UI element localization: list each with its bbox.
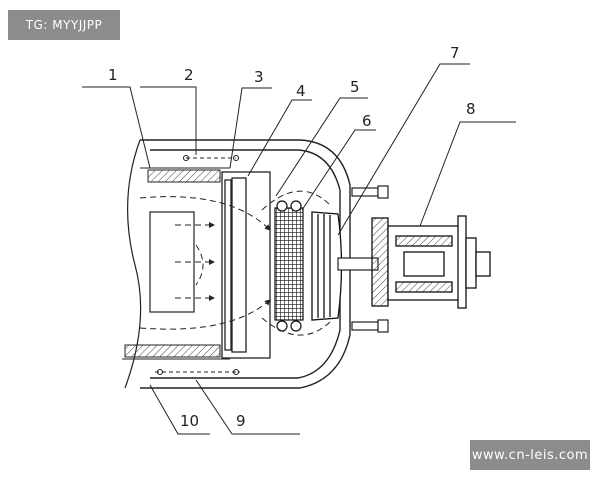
callout-10: 10 xyxy=(180,412,199,430)
heating-elements xyxy=(155,154,240,376)
callout-1: 1 xyxy=(108,66,118,84)
airflow-arrows xyxy=(139,190,331,336)
callout-5: 5 xyxy=(350,78,360,96)
leader-lines xyxy=(82,63,516,435)
heat-exchanger xyxy=(274,200,304,332)
callout-6: 6 xyxy=(362,112,372,130)
fan-impeller xyxy=(311,211,343,321)
baffle-plate xyxy=(221,171,271,359)
watermark-bottom: www.cn-leis.com xyxy=(470,440,590,470)
mounting-bolts xyxy=(351,185,389,333)
callout-9: 9 xyxy=(236,412,246,430)
motor-assembly xyxy=(371,215,491,309)
callout-7: 7 xyxy=(450,44,460,62)
callout-8: 8 xyxy=(466,100,476,118)
inner-chamber xyxy=(149,211,195,313)
insulation-layer xyxy=(122,167,230,360)
callout-3: 3 xyxy=(254,68,264,86)
watermark-top: TG: MYYJJPP xyxy=(8,10,120,40)
callout-labels: 1 2 3 4 5 6 7 8 9 10 xyxy=(108,44,476,430)
callout-4: 4 xyxy=(296,82,306,100)
callout-2: 2 xyxy=(184,66,194,84)
